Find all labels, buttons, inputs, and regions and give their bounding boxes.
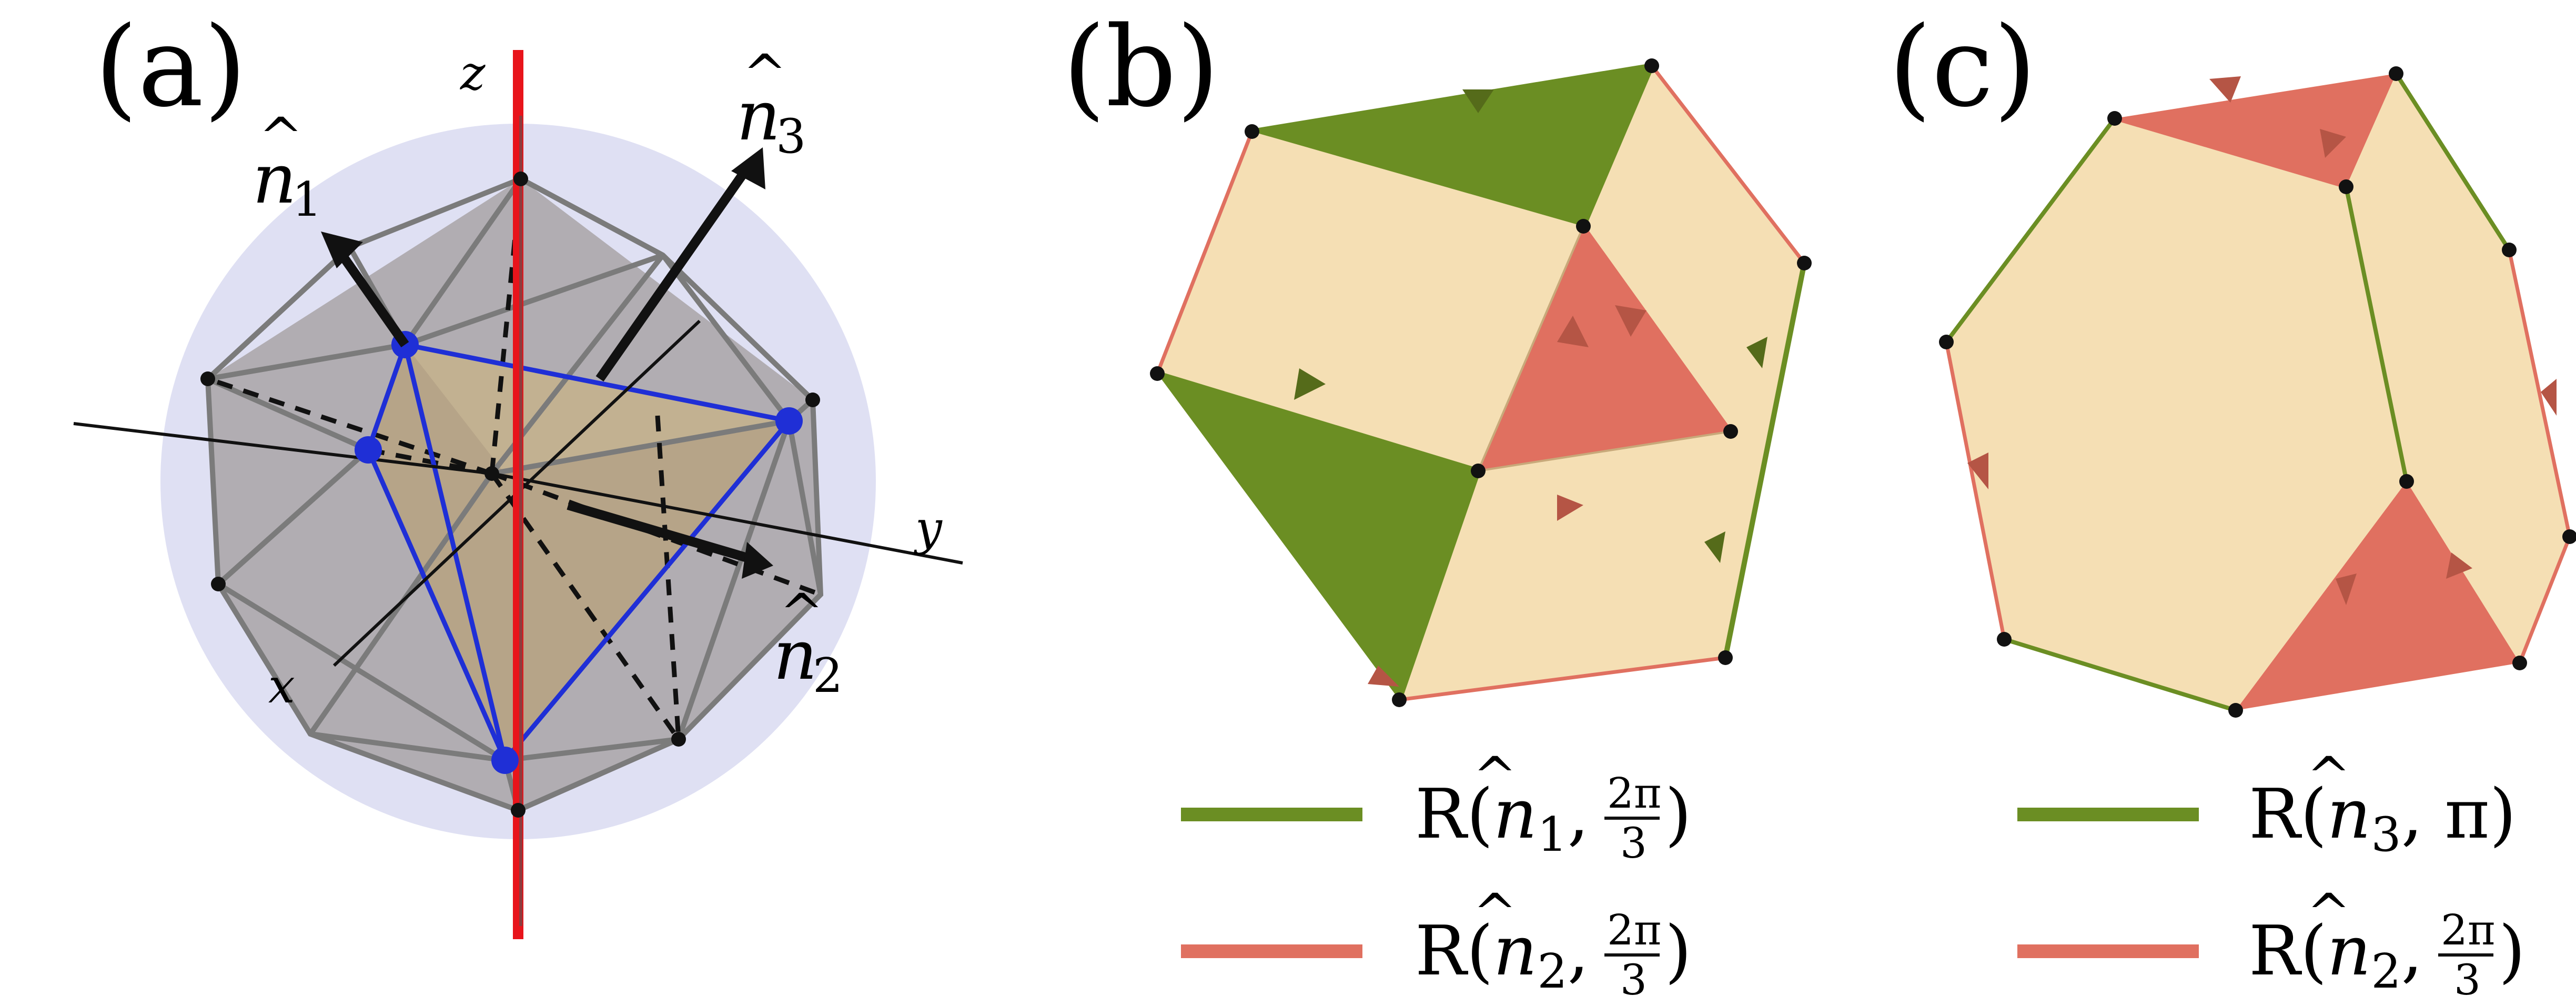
vertex-dots bbox=[1939, 66, 2576, 718]
vertex-dots bbox=[200, 172, 820, 818]
svg-text:3: 3 bbox=[2454, 955, 2481, 1004]
svg-text:): ) bbox=[2499, 911, 2526, 991]
panel-a-icosahedron: (a) z y x n ^ 1 n ^ 2 n ^ 3 bbox=[0, 0, 999, 1006]
svg-text:^: ^ bbox=[1473, 882, 1517, 944]
polyhedron-c: (c) R(n3, π) ^ R(n2, ^ 2π 3 ) bbox=[1888, 3, 2576, 1004]
svg-text:n: n bbox=[736, 76, 781, 156]
svg-text:3: 3 bbox=[1620, 819, 1647, 868]
svg-text:2π: 2π bbox=[1607, 769, 1661, 818]
panel-c-polyhedron: (c) R(n3, π) ^ R(n2, ^ 2π 3 ) bbox=[1862, 0, 2576, 1006]
polyhedron-b: (b) R(n1, ^ 2π 3 ) R(n2, ^ 2π 3 ) bbox=[1063, 3, 1812, 1004]
svg-text:R(n3, π): R(n3, π) bbox=[2249, 774, 2516, 862]
y-axis-line-back bbox=[73, 422, 492, 475]
svg-text:1: 1 bbox=[292, 172, 322, 227]
n1-arrow bbox=[332, 244, 409, 348]
legend-c: R(n3, π) ^ R(n2, ^ 2π 3 ) bbox=[2017, 746, 2526, 1004]
svg-text:R(n2,: R(n2, bbox=[1415, 911, 1589, 999]
svg-text:^: ^ bbox=[2307, 746, 2351, 807]
svg-text:^: ^ bbox=[743, 43, 787, 105]
legend-b: R(n1, ^ 2π 3 ) R(n2, ^ 2π 3 ) bbox=[1181, 746, 1692, 1004]
rotation-markers bbox=[1294, 89, 1767, 687]
n3-label: n ^ 3 bbox=[736, 43, 806, 164]
n2-label: n ^ 2 bbox=[773, 582, 843, 703]
svg-text:^: ^ bbox=[780, 582, 824, 644]
svg-text:): ) bbox=[1665, 911, 1692, 991]
svg-text:^: ^ bbox=[2307, 882, 2351, 944]
red-face-center bbox=[1478, 226, 1731, 471]
rotation-markers bbox=[1967, 76, 2557, 605]
tetrahedron bbox=[368, 345, 789, 760]
icosahedron-edges bbox=[205, 176, 824, 813]
n3-arrow bbox=[595, 165, 751, 382]
svg-text:n: n bbox=[252, 139, 297, 219]
svg-text:3: 3 bbox=[776, 109, 806, 164]
svg-text:n: n bbox=[773, 615, 817, 695]
svg-text:2π: 2π bbox=[1607, 906, 1661, 954]
svg-text:3: 3 bbox=[1620, 955, 1647, 1004]
green-face-left bbox=[1157, 374, 1478, 700]
svg-text:^: ^ bbox=[259, 106, 303, 168]
svg-text:^: ^ bbox=[1473, 746, 1517, 807]
svg-text:2: 2 bbox=[813, 648, 843, 703]
n2-arrow bbox=[567, 500, 749, 562]
svg-text:2π: 2π bbox=[2441, 906, 2495, 954]
svg-text:R(n2,: R(n2, bbox=[2249, 911, 2423, 999]
y-axis-line bbox=[491, 472, 963, 565]
panel-b-polyhedron: (b) R(n1, ^ 2π 3 ) R(n2, ^ 2π 3 ) bbox=[999, 0, 1862, 1006]
tetrahedron-vertices bbox=[355, 331, 803, 774]
icosahedron-diagram: (a) z y x n ^ 1 n ^ 2 n ^ 3 bbox=[73, 3, 963, 939]
svg-text:R(n1,: R(n1, bbox=[1415, 774, 1589, 862]
red-face-bottom bbox=[2236, 481, 2520, 710]
svg-text:): ) bbox=[1665, 774, 1692, 854]
x-axis-label: x bbox=[268, 659, 295, 714]
vector-arrows bbox=[321, 147, 773, 579]
red-face-top bbox=[2115, 74, 2396, 187]
panel-b-label: (b) bbox=[1063, 3, 1219, 132]
panel-a-label: (a) bbox=[95, 3, 247, 132]
z-axis-label: z bbox=[460, 46, 486, 101]
panel-c-label: (c) bbox=[1888, 3, 2036, 132]
n1-label: n ^ 1 bbox=[252, 106, 322, 227]
vertex-dots bbox=[1150, 58, 1812, 707]
y-axis-label: y bbox=[913, 501, 943, 556]
green-face-top bbox=[1252, 66, 1652, 226]
